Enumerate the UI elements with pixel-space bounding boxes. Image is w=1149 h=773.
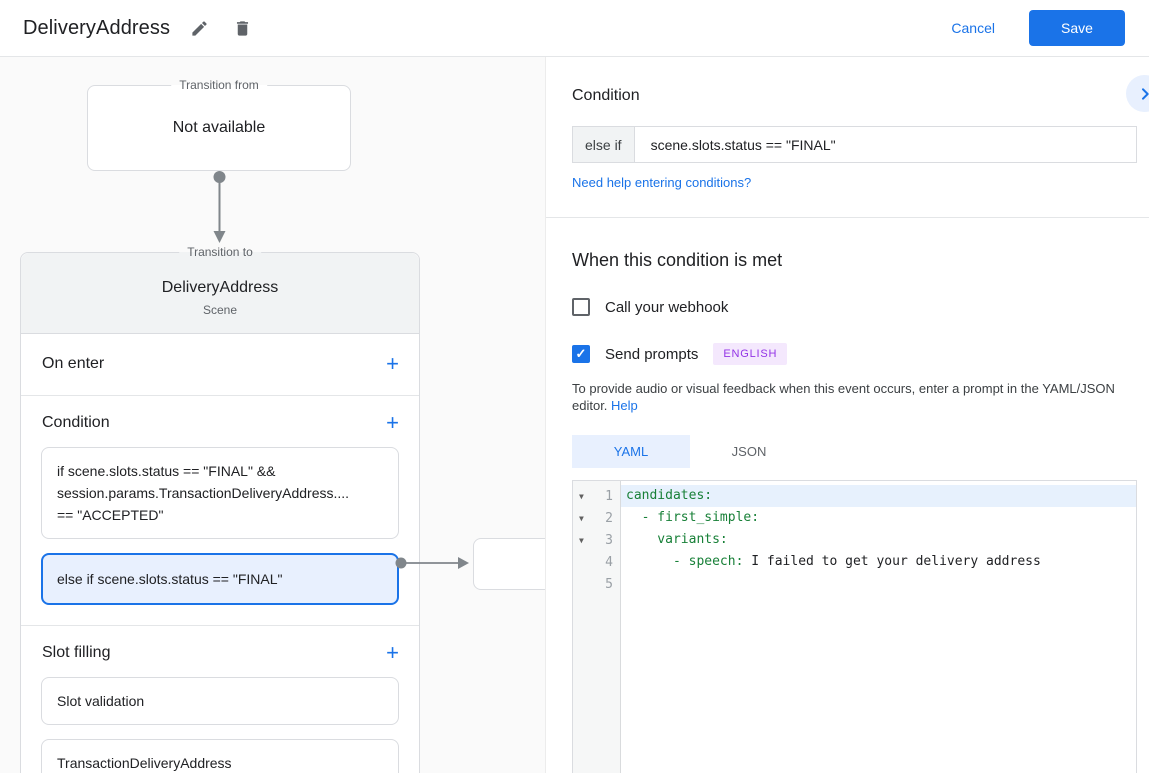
code-line: - first_simple: bbox=[621, 507, 1136, 529]
code-line: candidates: bbox=[621, 485, 1136, 507]
editor-hint: To provide audio or visual feedback when… bbox=[572, 380, 1137, 414]
line-number: 1 bbox=[605, 488, 613, 504]
condition-met-title: When this condition is met bbox=[572, 250, 783, 270]
code-line: - speech: I failed to get your delivery … bbox=[621, 551, 1136, 573]
edit-button[interactable] bbox=[190, 19, 209, 38]
editor-tabs: YAML JSON bbox=[572, 435, 1137, 468]
code-line: variants: bbox=[621, 529, 1136, 551]
flow-canvas: Transition from Not available Transition… bbox=[0, 57, 546, 773]
checkmark-icon: ✓ bbox=[575, 346, 587, 361]
condition-line: else if scene.slots.status == "FINAL" bbox=[57, 571, 283, 587]
call-webhook-checkbox[interactable] bbox=[572, 298, 590, 316]
yaml-key: candidates: bbox=[626, 488, 713, 503]
top-bar: DeliveryAddress Cancel Save bbox=[0, 0, 1149, 57]
on-enter-row[interactable]: On enter + bbox=[21, 334, 419, 396]
line-number: 3 bbox=[605, 532, 613, 548]
fold-toggle-icon[interactable]: ▼ bbox=[579, 513, 584, 523]
panel-title: Condition bbox=[572, 87, 640, 104]
editor-gutter: ▼ 1 ▼ 2 ▼ 3 4 5 bbox=[573, 481, 621, 773]
send-prompts-checkbox[interactable]: ✓ bbox=[572, 345, 590, 363]
condition-item-if[interactable]: if scene.slots.status == "FINAL" && sess… bbox=[41, 447, 399, 539]
line-number: 2 bbox=[605, 510, 613, 526]
add-on-enter-button[interactable]: + bbox=[386, 351, 399, 376]
tab-yaml[interactable]: YAML bbox=[572, 435, 690, 468]
webhook-row: Call your webhook bbox=[572, 298, 1137, 316]
transition-from-box: Transition from Not available bbox=[87, 78, 351, 171]
condition-line: session.params.TransactionDeliveryAddres… bbox=[57, 485, 350, 501]
collapse-panel-button[interactable] bbox=[1126, 75, 1149, 112]
condition-line: if scene.slots.status == "FINAL" && bbox=[57, 463, 276, 479]
condition-line: == "ACCEPTED" bbox=[57, 507, 164, 523]
slot-transaction-delivery-address-item[interactable]: TransactionDeliveryAddress bbox=[41, 739, 399, 773]
transition-from-content: Not available bbox=[172, 119, 266, 136]
panel-divider bbox=[546, 217, 1149, 218]
on-enter-label: On enter bbox=[42, 355, 105, 372]
condition-section-label: Condition bbox=[42, 414, 110, 431]
condition-help-link[interactable]: Need help entering conditions? bbox=[572, 175, 752, 190]
send-prompts-label[interactable]: Send prompts bbox=[605, 345, 699, 363]
fold-toggle-icon[interactable]: ▼ bbox=[579, 535, 584, 545]
call-webhook-label[interactable]: Call your webhook bbox=[605, 298, 729, 316]
scene-type-label: Scene bbox=[202, 303, 238, 317]
hint-help-link[interactable]: Help bbox=[611, 398, 638, 413]
yaml-key: - first_simple: bbox=[626, 510, 760, 525]
trash-icon bbox=[233, 19, 252, 38]
language-badge: ENGLISH bbox=[713, 343, 788, 365]
editor-hint-text: To provide audio or visual feedback when… bbox=[572, 381, 1115, 413]
yaml-key: - speech: bbox=[626, 554, 744, 569]
yaml-value: I failed to get your delivery address bbox=[743, 554, 1041, 569]
condition-prefix: else if bbox=[573, 127, 635, 162]
editor-code-area[interactable]: candidates: - first_simple: variants: - … bbox=[621, 481, 1136, 773]
save-button[interactable]: Save bbox=[1029, 10, 1125, 46]
slot-validation-item[interactable]: Slot validation bbox=[41, 677, 399, 725]
scene-card-header[interactable]: DeliveryAddress Scene bbox=[21, 253, 419, 334]
add-condition-button[interactable]: + bbox=[386, 410, 399, 435]
condition-expression-value[interactable]: scene.slots.status == "FINAL" bbox=[650, 136, 836, 153]
fold-toggle-icon[interactable]: ▼ bbox=[579, 491, 584, 501]
tab-json[interactable]: JSON bbox=[690, 435, 808, 468]
chevron-right-icon bbox=[1137, 86, 1149, 102]
vertical-arrow bbox=[213, 171, 226, 243]
delete-button[interactable] bbox=[233, 19, 252, 38]
line-number: 5 bbox=[605, 576, 613, 592]
condition-panel: Condition else if scene.slots.status == … bbox=[546, 57, 1149, 773]
cancel-button[interactable]: Cancel bbox=[951, 20, 995, 36]
yaml-code-editor[interactable]: ▼ 1 ▼ 2 ▼ 3 4 5 candidates: - first_simple:… bbox=[572, 480, 1137, 773]
slot-filling-section: Slot filling + Slot validation Transacti… bbox=[21, 626, 419, 773]
slot-filling-label: Slot filling bbox=[42, 644, 111, 661]
transition-to-legend: Transition to bbox=[179, 245, 261, 259]
code-line bbox=[621, 573, 1136, 595]
line-number: 4 bbox=[605, 554, 613, 570]
yaml-key: variants: bbox=[626, 532, 728, 547]
transition-target-box[interactable] bbox=[473, 538, 545, 590]
send-prompts-row: ✓ Send prompts ENGLISH bbox=[572, 343, 1137, 365]
scene-card: Transition to DeliveryAddress Scene On e… bbox=[20, 245, 420, 773]
page-title: DeliveryAddress bbox=[23, 16, 171, 39]
condition-section: Condition + if scene.slots.status == "FI… bbox=[21, 396, 419, 626]
scene-name: DeliveryAddress bbox=[161, 279, 279, 296]
add-slot-button[interactable]: + bbox=[386, 640, 399, 665]
pencil-icon bbox=[190, 19, 209, 38]
condition-item-elseif-selected[interactable]: else if scene.slots.status == "FINAL" bbox=[41, 553, 399, 605]
transition-from-legend: Transition from bbox=[171, 78, 267, 92]
condition-expression-field[interactable]: else if scene.slots.status == "FINAL" bbox=[572, 126, 1137, 163]
